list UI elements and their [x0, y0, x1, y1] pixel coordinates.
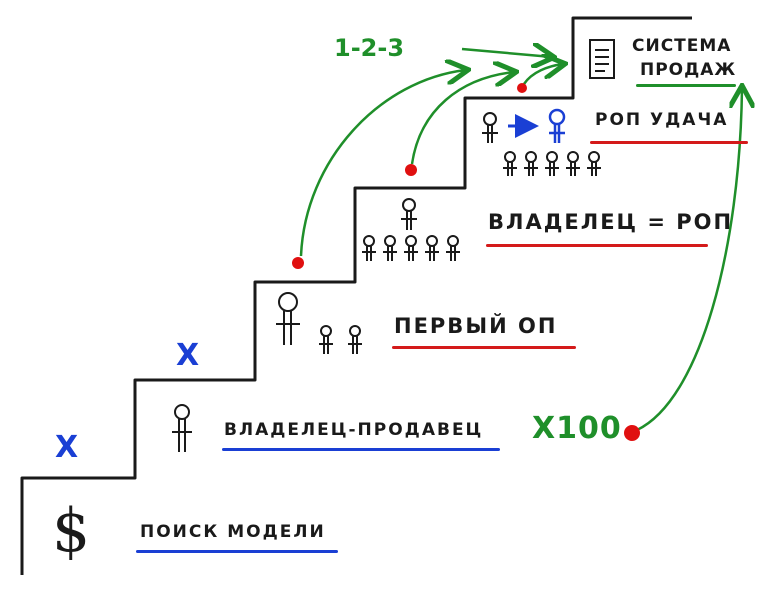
start-dot — [517, 83, 527, 93]
underline — [136, 550, 338, 553]
step-label-owner-seller: ВЛАДЕЛЕЦ-ПРОДАВЕЦ — [224, 420, 484, 440]
underline — [590, 141, 748, 144]
owner-person-icon — [172, 404, 192, 452]
step-label-model-search: ПОИСК МОДЕЛИ — [140, 522, 326, 542]
underline — [222, 448, 500, 451]
top-label-sales: ПРОДАЖ — [640, 60, 737, 80]
start-dot — [405, 164, 417, 176]
jump-arrow-third — [522, 64, 563, 85]
jump-arrow-second — [410, 72, 514, 165]
step-label-first-sales-dept: ПЕРВЫЙ ОП — [394, 314, 558, 338]
rop-person-icon — [548, 108, 566, 143]
step-label-owner-rop: ВЛАДЕЛЕЦ = РОП — [488, 210, 734, 234]
top-label-system: СИСТЕМА — [632, 36, 732, 56]
dollar-icon: $ — [52, 496, 91, 566]
sequence-label: 1-2-3 — [334, 34, 405, 62]
sequence-arrow — [461, 49, 552, 57]
jump-arrow-first — [299, 70, 466, 257]
multiplier-label: X100 — [532, 411, 622, 446]
underline — [486, 244, 708, 247]
underline — [636, 84, 736, 87]
staircase-outline — [20, 16, 692, 575]
owner-rop-person-icon — [401, 198, 417, 230]
seller-person-icon — [319, 325, 362, 354]
scale-arrow — [636, 88, 742, 432]
cross-mark: X — [176, 338, 200, 373]
manager-person-icon — [276, 292, 300, 345]
team-person-icon — [362, 235, 460, 261]
underline — [392, 346, 576, 349]
document-icon — [589, 39, 615, 79]
former-leader-person-icon — [482, 112, 498, 143]
start-dot — [624, 425, 640, 441]
team-person-icon — [503, 151, 601, 176]
start-dot — [292, 257, 304, 269]
cross-mark: X — [55, 430, 79, 465]
step-label-rop-success: РОП УДАЧА — [595, 110, 729, 130]
